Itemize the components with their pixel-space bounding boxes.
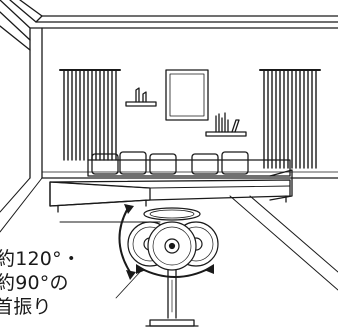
- caption-line-3: 首振り: [0, 295, 81, 319]
- sofa: [50, 152, 292, 212]
- ceiling-molding: [0, 0, 338, 28]
- fan-stand: [146, 270, 198, 326]
- oscillation-caption: 約120°・ 約90°の 首振り: [0, 247, 81, 319]
- curtain-right: [260, 70, 320, 168]
- caption-leader: [116, 272, 140, 298]
- caption-line-1: 約120°・: [0, 247, 81, 271]
- caption-line-2: 約90°の: [0, 271, 81, 295]
- shelf-right: [206, 113, 246, 136]
- picture-frame: [166, 70, 208, 120]
- shelf-left: [126, 88, 156, 106]
- curtain-left: [60, 70, 120, 160]
- fan-heads: [128, 208, 218, 270]
